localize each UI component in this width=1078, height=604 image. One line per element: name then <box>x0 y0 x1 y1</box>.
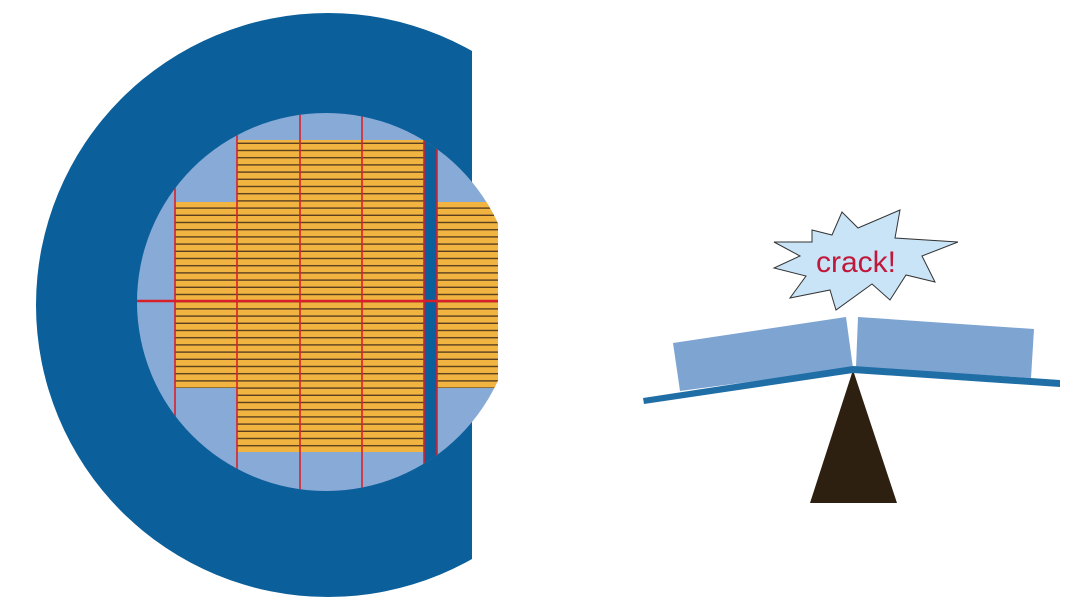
crack-label: crack! <box>816 246 896 279</box>
right-plate <box>856 317 1034 378</box>
die-column <box>437 202 498 388</box>
beam <box>643 366 1060 404</box>
crack-burst <box>772 209 959 311</box>
die-column <box>237 140 424 452</box>
balance-illustration: crack! <box>643 209 1060 503</box>
wafer <box>137 113 498 491</box>
wafer-on-chuck <box>36 13 498 597</box>
left-plate <box>673 317 853 391</box>
fulcrum <box>810 370 897 503</box>
die-column <box>175 202 237 388</box>
